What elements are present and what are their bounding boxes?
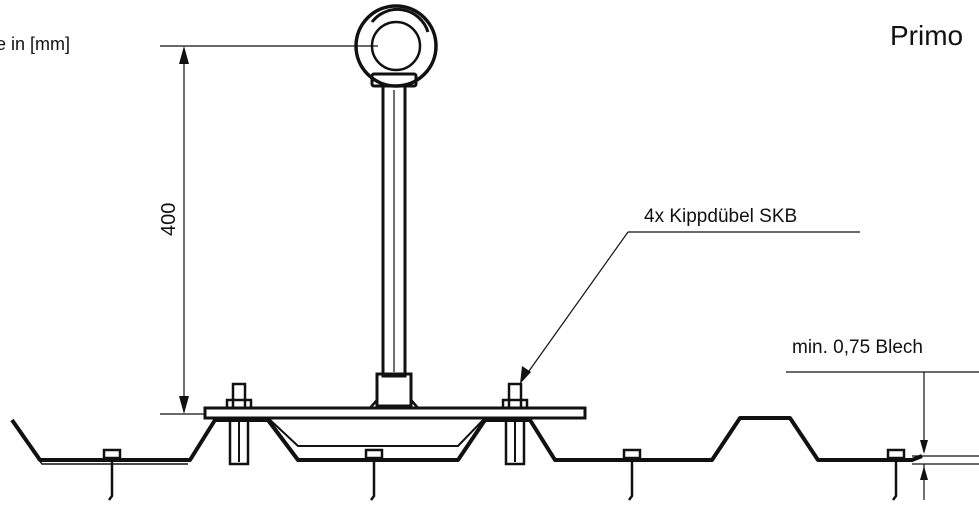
- eyelet-shading-arc: [370, 7, 430, 33]
- dimension-arrow-top: [179, 46, 189, 64]
- screw-2: [364, 448, 384, 501]
- tilt-anchor-right: [501, 382, 529, 466]
- screw-1: [102, 448, 122, 501]
- screw-3: [622, 448, 642, 501]
- dimension-arrow-bottom: [179, 396, 189, 414]
- screw-4: [886, 448, 906, 501]
- base-plate: [203, 406, 587, 420]
- trapezoidal-sheet-profile: [10, 416, 923, 462]
- tilt-anchor-left: [225, 382, 253, 466]
- sheet-profile-lower-edge: [13, 423, 188, 465]
- units-note: e in [mm]: [0, 34, 71, 54]
- height-dimension-label: 400: [158, 202, 180, 236]
- post-foot-sleeve: [375, 372, 413, 408]
- product-title: Primo: [890, 20, 964, 51]
- anchor-leader-line: [520, 231, 860, 384]
- sheet-thickness-label: min. 0,75 Blech: [792, 337, 923, 358]
- anchor-callout-label: 4x Kippdübel SKB: [644, 206, 798, 227]
- sheet-thickness-leader: [786, 371, 979, 500]
- base-plate-underside: [267, 417, 486, 447]
- post-foot-flare: [369, 399, 419, 409]
- eyelet-inner-ring: [370, 20, 422, 72]
- height-dimension: [160, 45, 378, 415]
